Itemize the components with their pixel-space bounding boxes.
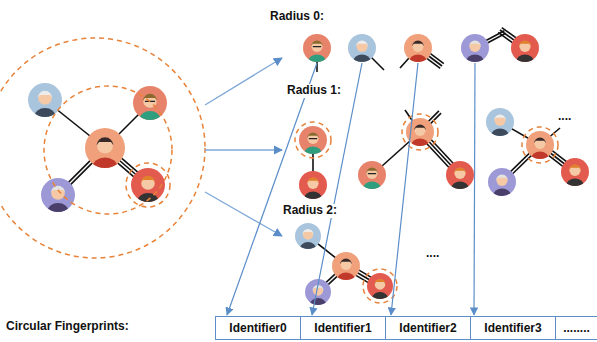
leader-line bbox=[312, 63, 362, 315]
identifier-text: Identifier3 bbox=[484, 321, 541, 335]
person-avatar bbox=[133, 86, 167, 127]
radius-circle bbox=[295, 122, 331, 158]
row-heading: Radius 0: bbox=[268, 10, 326, 24]
identifier-box: Identifier0 bbox=[215, 316, 301, 340]
ellipsis-mark: .... bbox=[424, 247, 441, 261]
identifier-box: Identifier3 bbox=[470, 316, 556, 340]
identifier-box: ........ bbox=[555, 316, 597, 340]
expansion-arrow bbox=[205, 58, 282, 105]
radius-circle bbox=[522, 127, 558, 163]
identifier-text: Identifier2 bbox=[399, 321, 456, 335]
person-avatar bbox=[461, 34, 489, 68]
person-avatar bbox=[299, 171, 327, 205]
identifier-text: ........ bbox=[563, 321, 590, 335]
person-avatar bbox=[404, 34, 432, 68]
row-heading: Radius 2: bbox=[281, 204, 339, 218]
identifier-text: Identifier0 bbox=[229, 321, 286, 335]
radius-circle bbox=[402, 114, 438, 150]
person-avatar bbox=[85, 128, 125, 177]
leader-line bbox=[227, 63, 317, 315]
person-avatar bbox=[332, 252, 360, 286]
person-avatar bbox=[486, 108, 514, 142]
person-avatar bbox=[446, 161, 474, 195]
leader-line bbox=[474, 63, 475, 315]
leader-line bbox=[391, 63, 418, 315]
person-avatar bbox=[348, 34, 376, 68]
bond-layer bbox=[45, 28, 577, 294]
person-avatar bbox=[28, 83, 62, 124]
person-avatar bbox=[295, 223, 321, 255]
person-avatar bbox=[358, 161, 386, 195]
expansion-arrow bbox=[205, 192, 282, 236]
avatar-layer bbox=[28, 34, 589, 311]
radius-circle bbox=[0, 38, 205, 258]
radius-circle bbox=[363, 269, 397, 303]
leader-lines bbox=[205, 58, 475, 315]
bar-heading: Circular Fingerprints: bbox=[4, 320, 131, 334]
ellipsis-mark: .... bbox=[556, 110, 573, 124]
identifier-box: Identifier1 bbox=[300, 316, 386, 340]
radius-circle bbox=[44, 86, 172, 214]
person-avatar bbox=[488, 168, 516, 202]
person-avatar bbox=[511, 34, 539, 68]
expansion-arrow bbox=[205, 149, 282, 150]
person-avatar bbox=[561, 158, 589, 192]
identifier-box: Identifier2 bbox=[385, 316, 471, 340]
person-avatar bbox=[41, 178, 75, 219]
identifier-text: Identifier1 bbox=[314, 321, 371, 335]
row-heading: Radius 1: bbox=[285, 84, 343, 98]
person-avatar bbox=[303, 34, 331, 68]
